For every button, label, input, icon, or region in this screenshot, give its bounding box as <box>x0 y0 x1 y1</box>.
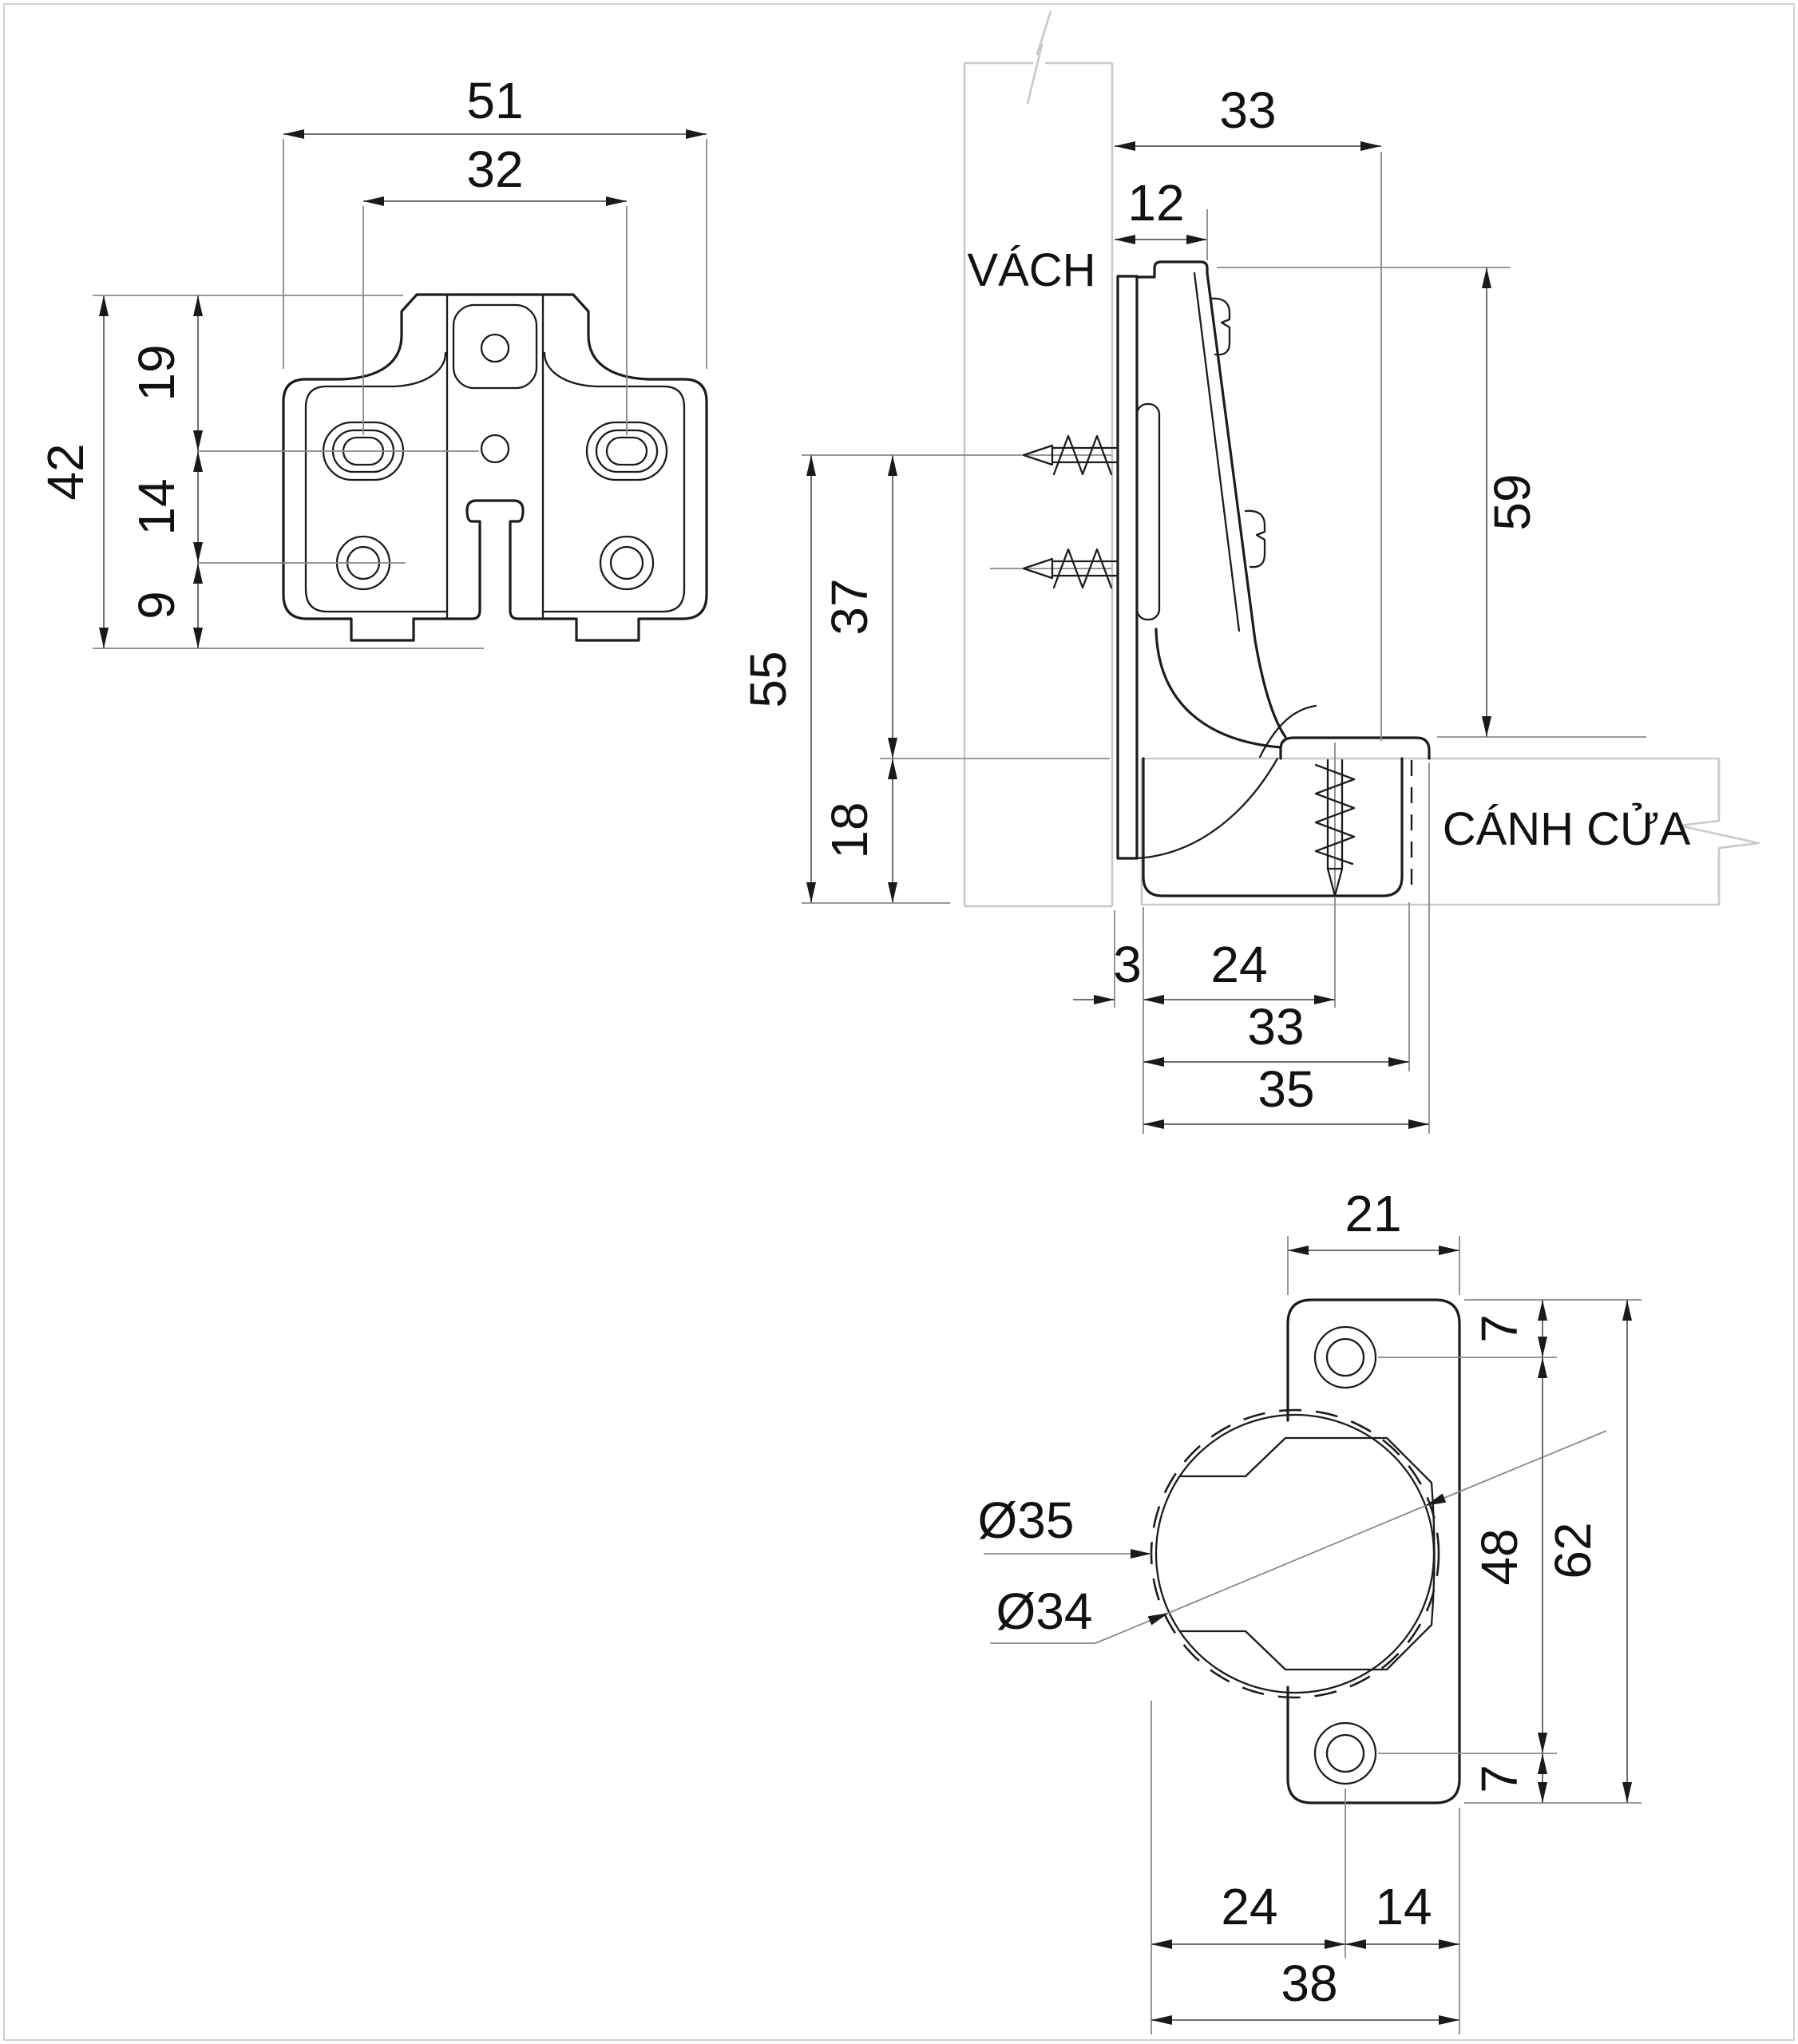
plate-dimensions: 51 32 42 19 14 9 <box>37 72 707 649</box>
hinge-side-profile <box>1116 260 1431 897</box>
plate-view: 51 32 42 19 14 9 <box>37 72 708 649</box>
leader-cup-dia-left <box>1095 1612 1170 1644</box>
dim-label-screw-to-edge: 14 <box>1375 1878 1432 1935</box>
cup-view: Ø35 Ø34 21 7 48 7 62 <box>978 1185 1642 2034</box>
plate-emboss-left <box>304 351 449 613</box>
arm-clip-lower <box>1244 509 1266 568</box>
dim-label-cup-dia: Ø34 <box>996 1583 1093 1640</box>
cup-circle <box>1154 1413 1436 1694</box>
cup-flange-side <box>1279 736 1431 760</box>
dim-label-above-door: 37 <box>821 578 878 635</box>
dim-label-tab-depth: 12 <box>1127 174 1184 232</box>
diameter-leaders: Ø35 Ø34 <box>978 1430 1607 1644</box>
dim-label-14: 14 <box>128 478 185 535</box>
dim-label-arm-overhang: 33 <box>1219 81 1276 139</box>
side-view: VÁCH CÁNH CỬA 33 12 59 55 37 18 <box>739 10 1760 1134</box>
dim-label-panel-total: 55 <box>739 651 797 707</box>
plate-top-hole <box>480 333 510 363</box>
dim-label-top-hole-offset: 7 <box>1471 1314 1528 1343</box>
label-cabinet-panel: VÁCH <box>967 244 1095 296</box>
cup-flange-plate <box>1286 1298 1461 1804</box>
dim-label-9: 9 <box>128 591 185 620</box>
dim-label-overall-depth: 38 <box>1281 1955 1337 2012</box>
knuckle-arc <box>1258 704 1317 759</box>
dim-label-flange-width: 21 <box>1345 1185 1401 1242</box>
dim-label-cup-length: 33 <box>1247 998 1304 1056</box>
arm-inner-line <box>1193 271 1241 632</box>
dim-label-overall-height: 59 <box>1483 473 1541 530</box>
dim-label-bottom-hole-offset: 7 <box>1471 1765 1528 1793</box>
plate-middle-hole <box>480 434 510 464</box>
arm-lower-sweep <box>1135 757 1279 860</box>
bore-circle-dashed <box>1150 1408 1440 1699</box>
arm-outline <box>1135 260 1287 739</box>
dim-label-screw-center: 24 <box>1210 936 1267 993</box>
leader-cup-dia-right <box>1424 1430 1607 1507</box>
side-dimensions: 33 12 59 55 37 18 3 24 <box>739 81 1646 1134</box>
dim-label-flange-height: 62 <box>1544 1522 1602 1579</box>
dim-label-plate-width: 51 <box>466 72 523 129</box>
cup-cavity-outline <box>1178 1436 1436 1671</box>
arm-bottom-curve <box>1154 628 1282 749</box>
backplate <box>1116 275 1139 860</box>
dim-label-hole-span: 32 <box>466 141 523 198</box>
cup-dimensions: 21 7 48 7 62 24 14 38 <box>1150 1185 1642 2034</box>
plate-round-hole-right <box>599 535 655 591</box>
arm-clip-upper <box>1209 297 1231 356</box>
cup-screw <box>1314 743 1356 1008</box>
cabinet-panel <box>963 10 1114 908</box>
plate-emboss-right <box>541 351 686 613</box>
dim-label-screw-from-edge: 24 <box>1221 1878 1277 1935</box>
dim-label-cup-depth: 18 <box>821 802 878 858</box>
plate-top-pad <box>452 303 538 390</box>
dim-label-plate-height: 42 <box>37 443 94 500</box>
dim-label-flange-length: 35 <box>1257 1060 1314 1118</box>
panel-break-mark <box>1026 10 1052 105</box>
dim-label-hole-span: 48 <box>1471 1528 1528 1585</box>
dim-label-door-gap: 3 <box>1113 936 1142 993</box>
door-leaf <box>1140 757 1760 906</box>
plate-bump <box>1135 402 1161 621</box>
panel-screw-lower <box>990 548 1118 589</box>
panel-screw-upper <box>802 434 1118 476</box>
flange-screw-hole-bottom <box>1313 1721 1377 1785</box>
cup-cavity-side <box>1142 757 1404 897</box>
flange-screw-hole-top <box>1313 1325 1377 1389</box>
dim-label-bore-dia: Ø35 <box>978 1491 1075 1549</box>
label-door-leaf: CÁNH CỬA <box>1443 803 1691 855</box>
page-border <box>3 3 1795 2041</box>
plate-outline <box>282 293 708 642</box>
dim-label-19: 19 <box>128 344 185 401</box>
